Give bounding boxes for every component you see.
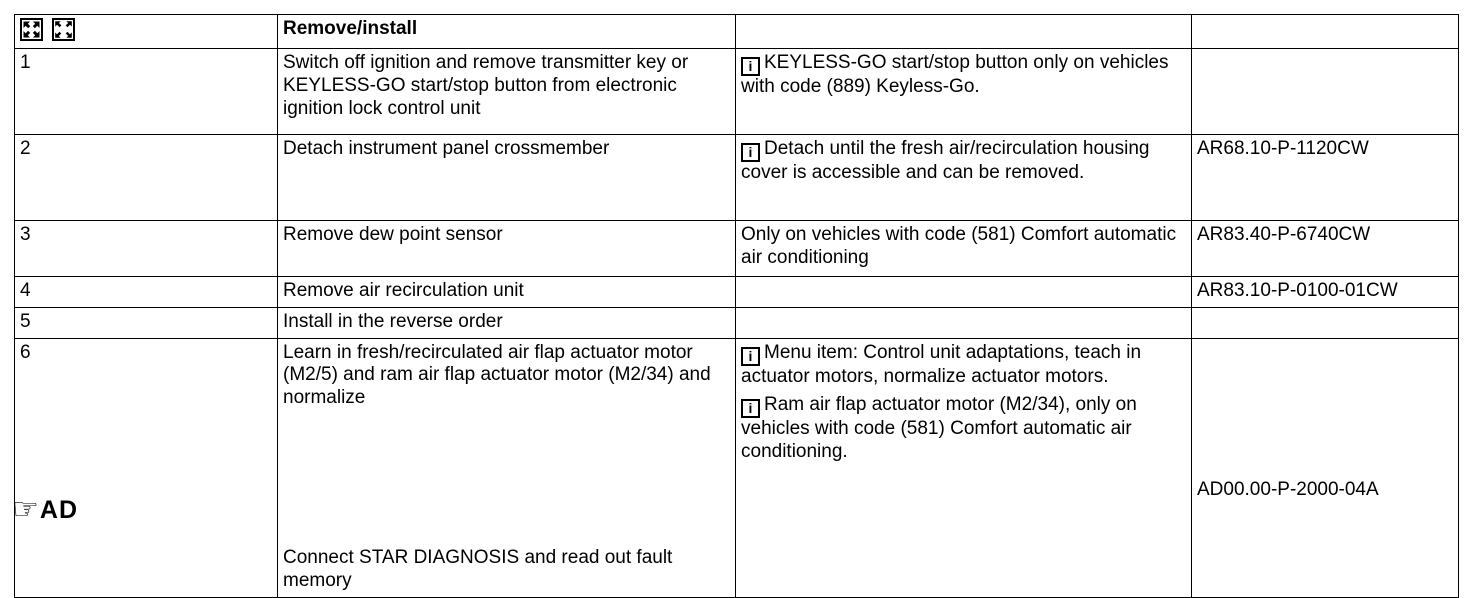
note-cell <box>735 306 1192 339</box>
step-number: 3 <box>14 220 278 277</box>
header-task-title: Remove/install <box>277 14 736 49</box>
note-text: Detach until the fresh air/recirculation… <box>741 138 1150 183</box>
table-row: 6 ☞ AD Learn in fresh/recirculated air f… <box>12 337 1459 598</box>
note-cell <box>735 275 1192 308</box>
task-description: Switch off ignition and remove transmitt… <box>277 48 736 135</box>
table-row: 5 Install in the reverse order <box>14 306 1459 339</box>
step-number: 5 <box>14 306 278 339</box>
note-text: KEYLESS-GO start/stop button only on veh… <box>741 52 1169 97</box>
step-number: 4 <box>14 275 278 308</box>
task-description: Remove dew point sensor <box>277 220 736 277</box>
ad-marker: ☞ AD <box>12 495 272 525</box>
info-icon: i <box>741 346 760 366</box>
step-number: 6 <box>20 341 31 363</box>
task-description: Remove air recirculation unit <box>277 275 736 308</box>
sub-task-description: Connect STAR DIAGNOSIS and read out faul… <box>283 546 673 591</box>
note-text: Ram air flap actuator motor (M2/34), onl… <box>741 394 1137 463</box>
reference-cell: AD00.00-P-2000-04A <box>1191 337 1459 598</box>
info-icon: i <box>741 57 760 76</box>
table-header-row: Remove/install <box>14 14 1459 49</box>
collapse-icon[interactable] <box>52 18 75 41</box>
header-step-cell <box>14 14 278 49</box>
step-number-cell: 6 ☞ AD <box>12 337 278 598</box>
procedure-table: Remove/install 1 Switch off ignition and… <box>12 14 1459 598</box>
ad-marker-label: AD <box>39 496 79 525</box>
reference-number <box>1191 48 1459 135</box>
task-description: Detach instrument panel crossmember <box>277 134 736 221</box>
pointing-hand-icon: ☞ <box>12 492 39 528</box>
step-number: 2 <box>14 134 278 221</box>
info-icon: i <box>741 399 760 419</box>
table-row: 3 Remove dew point sensor Only on vehicl… <box>14 220 1459 277</box>
reference-number: AR83.40-P-6740CW <box>1191 220 1459 277</box>
task-description: Install in the reverse order <box>277 306 736 339</box>
header-ref-cell <box>1191 14 1459 49</box>
step-number: 1 <box>14 48 278 135</box>
table-row: 4 Remove air recirculation unit AR83.10-… <box>14 275 1459 308</box>
note-cell: Only on vehicles with code (581) Comfort… <box>735 220 1192 277</box>
reference-number <box>1191 306 1459 339</box>
sub-reference-number: AD00.00-P-2000-04A <box>1197 478 1379 500</box>
table-row: 1 Switch off ignition and remove transmi… <box>14 48 1459 135</box>
reference-number: AR68.10-P-1120CW <box>1191 134 1459 221</box>
task-description: Learn in fresh/recirculated air flap act… <box>283 341 711 409</box>
task-cell: Learn in fresh/recirculated air flap act… <box>277 337 736 598</box>
reference-number: AR83.10-P-0100-01CW <box>1191 275 1459 308</box>
info-icon: i <box>741 143 760 162</box>
note-paragraph: Only on vehicles with code (581) Comfort… <box>741 224 1177 268</box>
expand-icon[interactable] <box>20 18 43 41</box>
header-note-cell <box>735 14 1192 49</box>
note-text: Menu item: Control unit adaptations, tea… <box>741 341 1142 387</box>
